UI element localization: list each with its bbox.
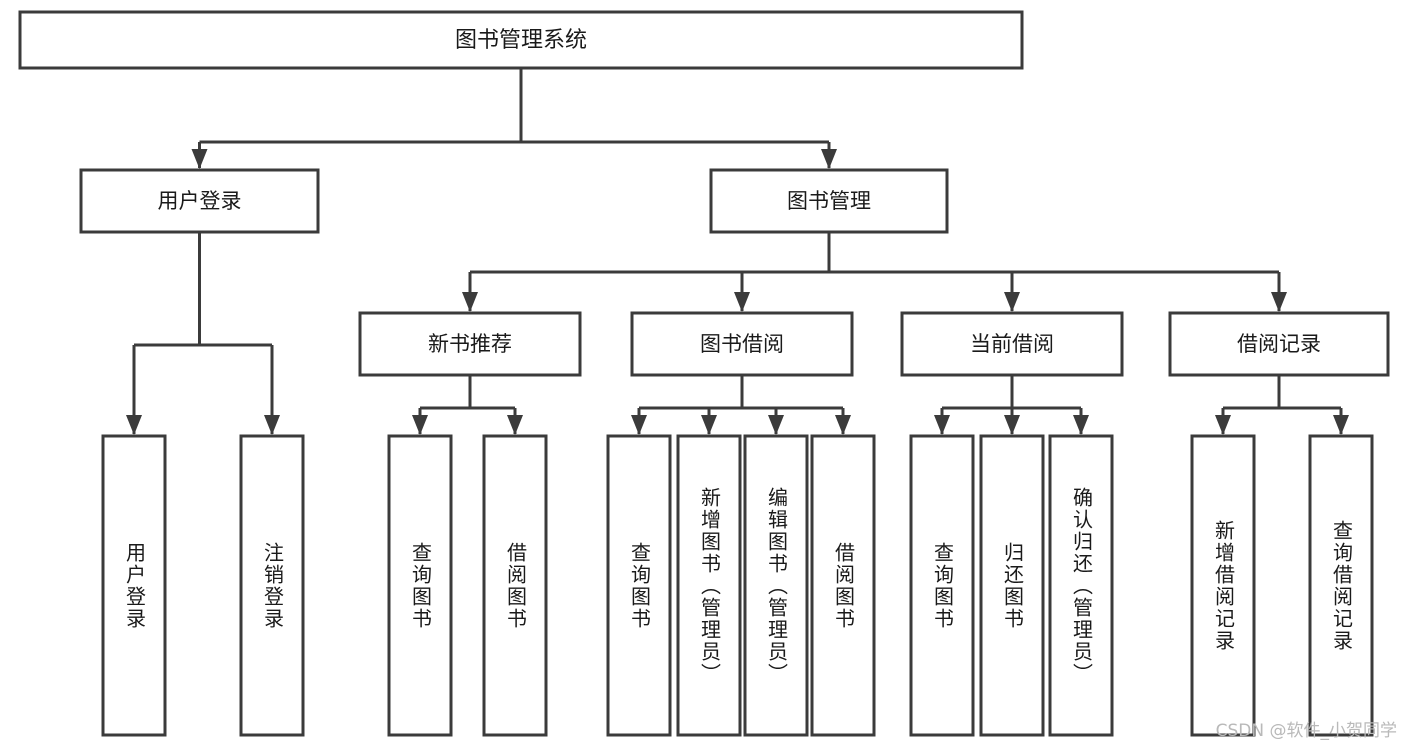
arrow-head-icon	[701, 415, 717, 435]
arrow-head-icon	[1271, 292, 1287, 312]
node-leaf-borrow-book-1[interactable]	[482, 434, 548, 737]
node-leaf-confirm-return[interactable]	[1048, 434, 1114, 737]
arrow-head-icon	[768, 415, 784, 435]
arrow-head-icon	[412, 415, 428, 435]
arrow-head-icon	[1004, 415, 1020, 435]
node-new-book-rec-label: 新书推荐	[428, 332, 512, 356]
node-leaf-user-login[interactable]	[101, 434, 167, 737]
arrow-head-icon	[191, 149, 208, 169]
arrow-head-icon	[507, 415, 523, 435]
node-borrow-record[interactable]: 借阅记录	[1168, 311, 1390, 377]
node-leaf-query-record[interactable]	[1308, 434, 1374, 737]
node-leaf-add-record[interactable]	[1190, 434, 1256, 737]
node-book-borrow-label: 图书借阅	[700, 332, 784, 356]
node-leaf-query-book-1[interactable]	[387, 434, 453, 737]
node-current-borrow-label: 当前借阅	[970, 332, 1054, 356]
node-book-manage-label: 图书管理	[787, 189, 871, 213]
node-leaf-add-book[interactable]	[676, 434, 742, 737]
node-leaf-logout[interactable]	[239, 434, 305, 737]
watermark-text: CSDN @软件_小贺同学	[1215, 721, 1397, 741]
arrow-head-icon	[835, 415, 851, 435]
arrow-head-icon	[1215, 415, 1231, 435]
node-root-system-label: 图书管理系统	[455, 28, 587, 53]
arrow-head-icon	[934, 415, 950, 435]
node-leaf-return-book[interactable]	[979, 434, 1045, 737]
arrow-head-icon	[1333, 415, 1349, 435]
arrow-head-icon	[264, 415, 280, 435]
arrow-head-icon	[126, 415, 142, 435]
node-book-borrow[interactable]: 图书借阅	[630, 311, 854, 377]
node-borrow-record-label: 借阅记录	[1237, 332, 1321, 356]
node-user-login-label: 用户登录	[158, 189, 242, 213]
arrow-head-icon	[1004, 292, 1020, 312]
node-book-manage[interactable]: 图书管理	[709, 168, 949, 234]
arrow-head-icon	[734, 292, 750, 312]
node-leaf-query-book-2[interactable]	[606, 434, 672, 737]
node-new-book-rec[interactable]: 新书推荐	[358, 311, 582, 377]
node-user-login[interactable]: 用户登录	[79, 168, 320, 234]
node-leaf-edit-book[interactable]	[743, 434, 809, 737]
arrow-head-icon	[821, 149, 837, 169]
arrow-head-icon	[462, 292, 478, 312]
node-root-system[interactable]: 图书管理系统	[18, 10, 1024, 70]
node-current-borrow[interactable]: 当前借阅	[900, 311, 1124, 377]
connectors-layer	[126, 68, 1349, 435]
arrow-head-icon	[631, 415, 647, 435]
arrow-head-icon	[1073, 415, 1089, 435]
node-leaf-borrow-book-2[interactable]	[810, 434, 876, 737]
node-leaf-query-book-3[interactable]	[909, 434, 975, 737]
